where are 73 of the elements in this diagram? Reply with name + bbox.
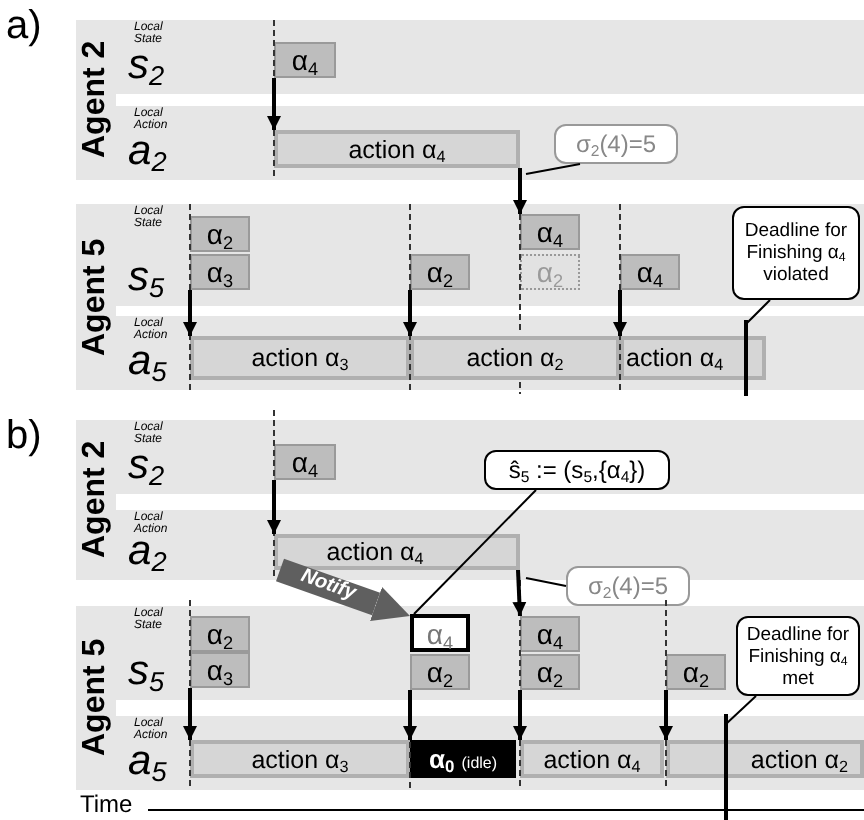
- lane-band: [116, 716, 864, 790]
- arrow: [613, 290, 627, 336]
- arrow: [512, 569, 527, 617]
- state-token: α$_{2}$: [410, 254, 470, 290]
- row-symbol: a$_{5}$: [128, 340, 167, 384]
- row-symbol: s$_{2}$: [128, 44, 165, 88]
- callout-bubble: σ$_{2}$(4)=5: [566, 566, 690, 606]
- arrow: [513, 168, 527, 214]
- leader-line: [725, 695, 757, 725]
- action-bar: action α$_{3}$: [190, 336, 410, 380]
- action-bar: action α$_{2}$: [666, 740, 864, 778]
- state-token: α$_{4}$: [274, 42, 336, 78]
- block-arrow: [276, 558, 410, 621]
- deadline-marker: [744, 320, 748, 396]
- arrow: [659, 690, 673, 740]
- action-bar: action α$_{4}$: [274, 130, 520, 168]
- action-bar: action α$_{3}$: [190, 740, 410, 778]
- agent-band: [76, 204, 864, 390]
- agent-band: [76, 20, 864, 180]
- leader-line: [525, 163, 581, 175]
- row-symbol: s$_{5}$: [128, 650, 165, 694]
- row-symbol: a$_{5}$: [128, 740, 167, 784]
- callout-bubble: ŝ$_{5}$ := (s$_{5}$,{α$_{4}$}): [484, 450, 670, 490]
- lane-band: [116, 204, 864, 306]
- state-token: α$_{2}$: [666, 654, 726, 690]
- callout-bubble: σ$_{2}$(4)=5: [554, 124, 678, 164]
- action-bar: action α$_{4}$: [274, 534, 520, 570]
- state-token: α$_{3}$: [190, 254, 250, 290]
- agent-label: Agent 2: [76, 439, 114, 563]
- agent-label: Agent 2: [76, 39, 114, 163]
- deadline-marker: [724, 714, 728, 820]
- state-token: α$_{2}$: [520, 654, 580, 690]
- row-symbol: a$_{2}$: [128, 130, 167, 174]
- agent-label: Agent 5: [76, 236, 114, 360]
- panel-label: b): [6, 416, 42, 456]
- state-token: α$_{4}$: [620, 254, 680, 290]
- state-token: α$_{2}$: [410, 654, 470, 690]
- arrow: [183, 290, 197, 336]
- state-token: α$_{3}$: [190, 652, 250, 688]
- arrow: [183, 688, 197, 740]
- lane-band: [116, 20, 864, 94]
- arrow: [267, 480, 281, 534]
- arrow: [267, 78, 281, 130]
- arrow: [403, 690, 417, 740]
- action-bar: action α$_{4}$: [620, 336, 766, 380]
- leader-line: [413, 489, 537, 615]
- agent-band: [76, 606, 864, 790]
- row-symbol: s$_{5}$: [128, 256, 165, 300]
- idle-bar: α$_{0}$ (idle): [410, 740, 516, 778]
- axis-label: Time: [80, 792, 133, 816]
- arrow: [403, 290, 417, 336]
- lane-band: [116, 316, 864, 390]
- state-token: α$_{2}$: [190, 616, 250, 652]
- state-token: α$_{2}$: [190, 216, 250, 252]
- callout-bubble: Deadline for Finishing α$_{4}$ violated: [732, 206, 860, 300]
- lane-band: [116, 420, 864, 494]
- agent-label: Agent 5: [76, 637, 114, 761]
- lane-band: [116, 606, 864, 700]
- callout-bubble: Deadline for Finishing α$_{4}$ met: [736, 616, 860, 696]
- state-token: α$_{4}$: [520, 214, 580, 250]
- lane-band: [116, 106, 864, 180]
- leader-line: [745, 299, 771, 325]
- action-bar: action α$_{4}$: [520, 740, 664, 778]
- leader-line: [525, 577, 567, 587]
- state-token: α$_{2}$: [520, 254, 580, 290]
- row-symbol: a$_{2}$: [128, 530, 167, 574]
- state-token: α$_{4}$: [274, 444, 336, 480]
- state-token: α$_{4}$: [520, 616, 580, 652]
- action-bar: action α$_{2}$: [410, 336, 620, 380]
- state-token: α$_{4}$: [410, 614, 470, 652]
- row-symbol: s$_{2}$: [128, 444, 165, 488]
- arrow: [513, 690, 527, 740]
- panel-label: a): [6, 6, 42, 46]
